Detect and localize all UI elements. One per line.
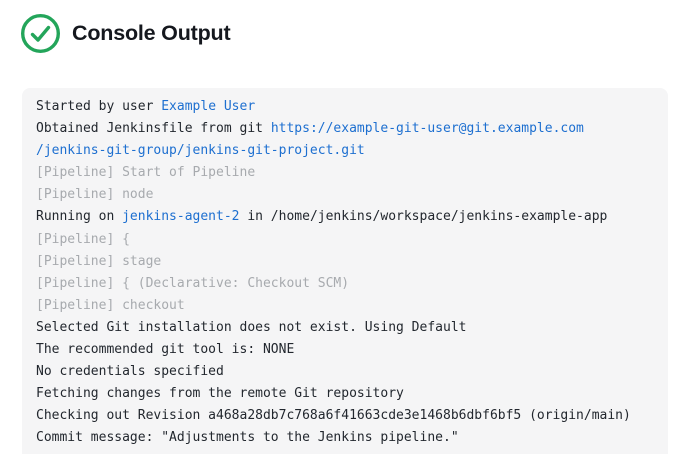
console-line: [Pipeline] checkout	[36, 295, 654, 317]
console-line: The recommended git tool is: NONE	[36, 339, 654, 361]
console-line: Running on jenkins-agent-2 in /home/jenk…	[36, 206, 654, 228]
console-link[interactable]: https://example-git-user@git.example.com	[270, 121, 584, 137]
console-line: [Pipeline] stage	[36, 251, 654, 273]
console-line: Started by user Example User	[36, 96, 654, 118]
console-text: Checking out Revision a468a28db7c768a6f4…	[36, 408, 631, 424]
console-line: /jenkins-git-group/jenkins-git-project.g…	[36, 140, 654, 162]
success-check-circle-icon	[21, 14, 60, 53]
console-line: Selected Git installation does not exist…	[36, 317, 654, 339]
console-line: [Pipeline] {	[36, 229, 654, 251]
console-text: in /home/jenkins/workspace/jenkins-examp…	[239, 209, 608, 225]
console-text: [Pipeline] {	[36, 231, 130, 247]
console-text: Fetching changes from the remote Git rep…	[36, 386, 404, 402]
console-link[interactable]: jenkins-agent-2	[122, 209, 240, 225]
console-text: Obtained Jenkinsfile from git	[36, 121, 271, 137]
page-header: Console Output	[20, 13, 231, 54]
console-text: No credentials specified	[36, 364, 224, 380]
console-line: No credentials specified	[36, 361, 654, 383]
console-text: The recommended git tool is: NONE	[36, 342, 295, 358]
console-text: [Pipeline] node	[36, 187, 154, 203]
console-line: Fetching changes from the remote Git rep…	[36, 383, 654, 405]
console-text: [Pipeline] stage	[36, 253, 162, 269]
console-line: Commit message: "Adjustments to the Jenk…	[36, 427, 654, 449]
console-link[interactable]: Example User	[161, 99, 256, 114]
console-text: Started by user	[36, 99, 162, 114]
console-text: Running on	[36, 209, 123, 225]
console-line: Checking out Revision a468a28db7c768a6f4…	[36, 405, 654, 427]
console-line: [Pipeline] { (Declarative: Checkout SCM)	[36, 273, 654, 295]
console-text: Selected Git installation does not exist…	[36, 319, 467, 335]
console-line: [Pipeline] Start of Pipeline	[36, 162, 654, 184]
page-title: Console Output	[72, 21, 231, 45]
console-line: Obtained Jenkinsfile from git https://ex…	[36, 118, 654, 140]
console-link[interactable]: /jenkins-git-group/jenkins-git-project.g…	[36, 143, 365, 159]
console-text: Commit message: "Adjustments to the Jenk…	[36, 430, 459, 446]
console-text: [Pipeline] { (Declarative: Checkout SCM)	[36, 275, 350, 291]
console-text: [Pipeline] checkout	[36, 297, 185, 313]
console-line: [Pipeline] node	[36, 184, 654, 206]
console-text: [Pipeline] Start of Pipeline	[36, 165, 256, 181]
